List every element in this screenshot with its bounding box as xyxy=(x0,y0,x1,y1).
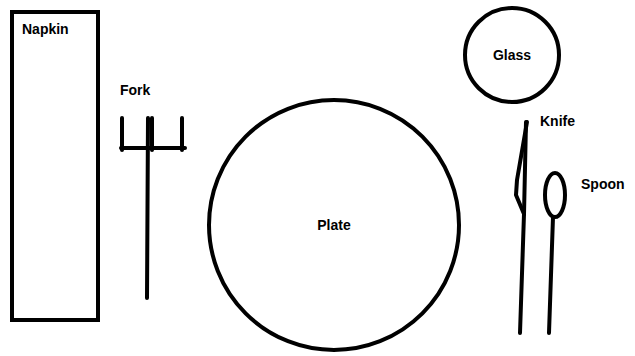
fork-drawing xyxy=(121,118,185,298)
text-holder: Napkin xyxy=(22,21,69,37)
spoon-label: Spoon xyxy=(581,176,625,192)
plate-circle: Plate xyxy=(207,98,461,352)
text-holder: Glass xyxy=(493,47,531,63)
knife-drawing xyxy=(516,122,527,333)
node-text: Plate xyxy=(317,217,350,233)
spoon-drawing xyxy=(545,173,565,333)
glass-circle: Glass xyxy=(463,6,561,104)
node-text: Napkin xyxy=(22,21,69,37)
napkin-box: Napkin xyxy=(10,10,100,322)
node-text: Glass xyxy=(493,47,531,63)
knife-label: Knife xyxy=(540,113,575,129)
text-holder: Plate xyxy=(317,217,350,233)
fork-label: Fork xyxy=(120,82,150,98)
